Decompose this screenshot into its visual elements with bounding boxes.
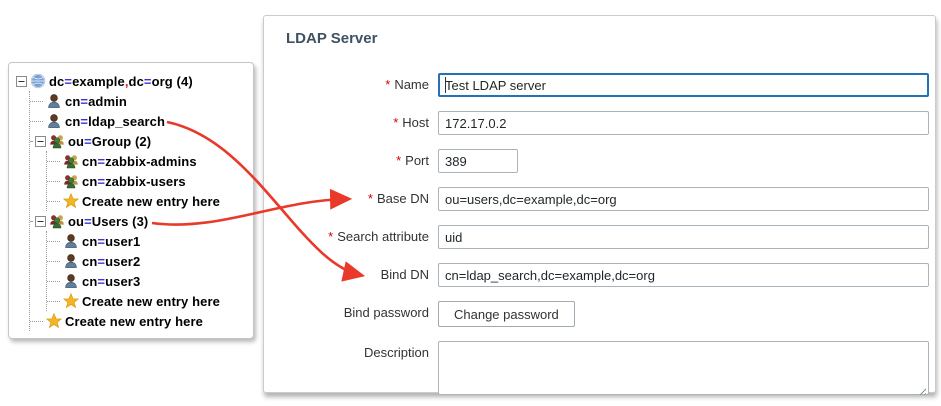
tree-connector — [47, 160, 60, 162]
required-asterisk: * — [328, 229, 334, 244]
ldap-tree: dc=example,dc=org (4) cn=admin cn=ldap_sea… — [16, 71, 249, 331]
change-password-button[interactable]: Change password — [438, 301, 575, 327]
required-asterisk: * — [396, 153, 402, 168]
person-icon — [63, 233, 79, 249]
ldap-server-form-panel: LDAP Server *Name *Host *Port *Base DN *… — [263, 15, 936, 395]
person-icon — [46, 113, 62, 129]
tree-item[interactable]: Create new entry here — [30, 311, 249, 331]
base-dn-input[interactable] — [438, 187, 929, 211]
person-icon — [46, 93, 62, 109]
tree-item[interactable]: cn=user3 — [47, 271, 249, 291]
group-icon — [49, 213, 65, 229]
tree-item[interactable]: cn=zabbix-admins — [47, 151, 249, 171]
person-icon — [63, 253, 79, 269]
host-input[interactable] — [438, 111, 929, 135]
bind-password-label: Bind password — [343, 305, 429, 320]
collapse-toggle-icon[interactable] — [35, 215, 46, 227]
tree-item-label: dc=example,dc=org (4) — [49, 73, 193, 89]
required-asterisk: * — [393, 115, 399, 130]
group-icon — [63, 153, 79, 169]
group-icon — [49, 133, 65, 149]
tree-item-label: cn=admin — [65, 93, 127, 109]
tree-item[interactable]: Create new entry here — [47, 291, 249, 311]
star-icon — [63, 293, 79, 309]
tree-item-label: ou=Group (2) — [68, 133, 152, 149]
field-row-bind-password: Bind password Change password — [286, 301, 927, 327]
tree-connector — [47, 240, 60, 242]
tree-branch: cn=admin cn=ldap_search ou=Group (2) cn=zab… — [29, 91, 249, 331]
bind-dn-input[interactable] — [438, 263, 929, 287]
tree-item[interactable]: ou=Users (3) — [30, 211, 249, 231]
name-label: *Name — [385, 77, 429, 92]
tree-connector — [30, 100, 43, 102]
tree-item-label: Create new entry here — [65, 313, 203, 329]
tree-connector — [47, 200, 60, 202]
tree-item[interactable]: cn=user2 — [47, 251, 249, 271]
tree-connector — [47, 300, 60, 302]
star-icon — [63, 193, 79, 209]
tree-item-label: cn=user3 — [82, 273, 141, 289]
form-title: LDAP Server — [286, 30, 378, 47]
name-input[interactable] — [438, 73, 929, 97]
tree-item-label: Create new entry here — [82, 293, 220, 309]
tree-item-label: ou=Users (3) — [68, 213, 149, 229]
collapse-toggle-icon[interactable] — [35, 135, 46, 147]
tree-item[interactable]: dc=example,dc=org (4) — [16, 71, 249, 91]
port-input[interactable] — [438, 149, 518, 173]
tree-item-label: cn=user2 — [82, 253, 141, 269]
description-textarea[interactable] — [438, 341, 929, 395]
tree-item-label: cn=ldap_search — [65, 113, 166, 129]
group-icon — [63, 173, 79, 189]
ldap-tree-panel: dc=example,dc=org (4) cn=admin cn=ldap_sea… — [8, 62, 254, 339]
collapse-toggle-icon[interactable] — [16, 75, 27, 87]
tree-item[interactable]: ou=Group (2) — [30, 131, 249, 151]
field-row-search-attribute: *Search attribute — [286, 225, 929, 249]
port-label: *Port — [396, 153, 429, 168]
globe-icon — [30, 73, 46, 89]
person-icon — [63, 273, 79, 289]
tree-connector — [47, 180, 60, 182]
field-row-name: *Name — [286, 73, 929, 97]
tree-item[interactable]: cn=zabbix-users — [47, 171, 249, 191]
star-icon — [46, 313, 62, 329]
tree-item-label: cn=zabbix-users — [82, 173, 186, 189]
tree-item-label: Create new entry here — [82, 193, 220, 209]
search-attribute-label: *Search attribute — [328, 229, 429, 244]
required-asterisk: * — [367, 191, 373, 206]
tree-connector — [30, 140, 32, 142]
tree-item[interactable]: Create new entry here — [47, 191, 249, 211]
field-row-port: *Port — [286, 149, 927, 173]
text-cursor — [445, 77, 446, 93]
tree-connector — [47, 280, 60, 282]
base-dn-label: *Base DN — [367, 191, 429, 206]
bind-dn-label: Bind DN — [380, 267, 429, 282]
tree-item-label: cn=user1 — [82, 233, 141, 249]
search-attribute-input[interactable] — [438, 225, 929, 249]
description-label: Description — [363, 345, 429, 360]
tree-item-label: cn=zabbix-admins — [82, 153, 197, 169]
host-label: *Host — [393, 115, 429, 130]
field-row-bind-dn: Bind DN — [286, 263, 929, 287]
tree-item[interactable]: cn=admin — [30, 91, 249, 111]
tree-connector — [47, 260, 60, 262]
tree-item[interactable]: cn=user1 — [47, 231, 249, 251]
tree-connector — [30, 320, 43, 322]
tree-connector — [30, 120, 43, 122]
tree-connector — [30, 220, 32, 222]
required-asterisk: * — [385, 77, 391, 92]
tree-item[interactable]: cn=ldap_search — [30, 111, 249, 131]
field-row-description: Description — [286, 341, 929, 400]
field-row-host: *Host — [286, 111, 929, 135]
field-row-base-dn: *Base DN — [286, 187, 929, 211]
